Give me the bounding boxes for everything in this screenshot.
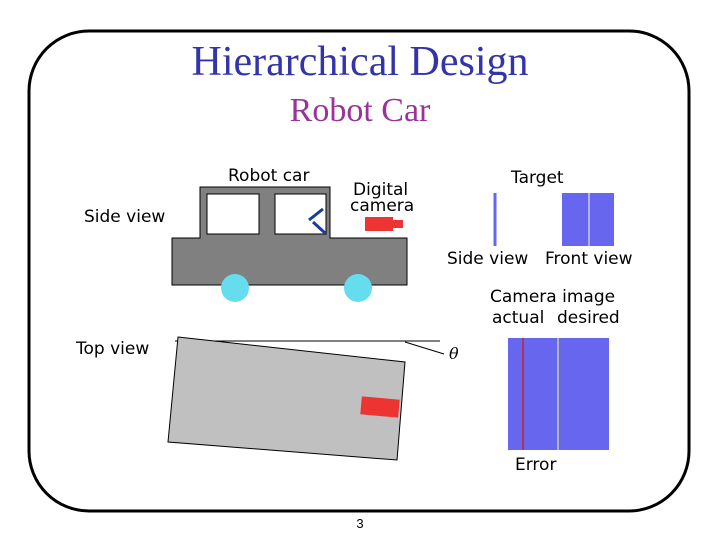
target-front-view-label: Front view [545, 249, 633, 269]
top-view-camera [360, 396, 400, 418]
actual-label: actual [492, 308, 545, 328]
digital-camera-label-line2: camera [350, 196, 415, 216]
robot-car-label: Robot car [228, 166, 310, 186]
target-group [493, 193, 614, 246]
slide-title: Hierarchical Design [191, 39, 529, 85]
slide-frame [27, 29, 691, 513]
digital-camera-label-line1: Digital [353, 180, 409, 200]
car-side-view [171, 186, 408, 302]
desired-label: desired [557, 308, 620, 328]
error-label: Error [515, 455, 557, 475]
car-window-left [206, 193, 260, 235]
car-top-view [167, 336, 445, 461]
top-view-label: Top view [76, 339, 150, 359]
digital-camera-body [365, 217, 393, 231]
angle-theta-label: θ [449, 344, 459, 363]
digital-camera-lens [391, 220, 403, 228]
camera-mount-icon [308, 207, 327, 235]
camera-image-label: Camera image [490, 287, 616, 307]
slide-subtitle: Robot Car [289, 92, 431, 129]
target-side-view-label: Side view [447, 249, 529, 269]
car-wheel-front [221, 274, 249, 302]
target-label: Target [511, 168, 564, 188]
car-wheel-rear [344, 274, 372, 302]
camera-image-panel [508, 338, 609, 450]
angle-reference-line [404, 341, 445, 355]
side-view-label: Side view [84, 207, 166, 227]
car-top-view-body [167, 336, 406, 461]
page-number: 3 [356, 516, 364, 531]
target-front-view [562, 193, 614, 246]
